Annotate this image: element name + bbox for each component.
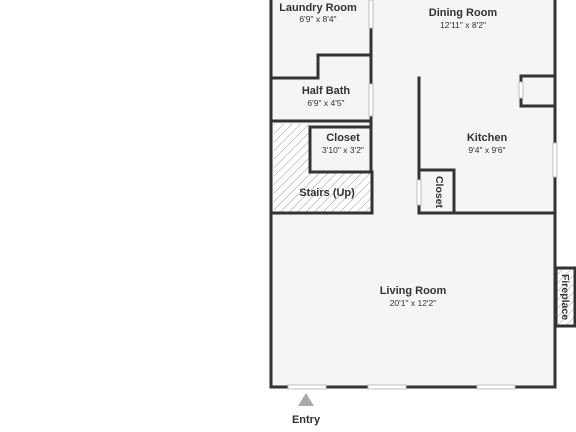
room-name-laundry: Laundry Room xyxy=(279,2,357,14)
room-kitchen: Kitchen 9'4" x 9'6" xyxy=(467,132,508,155)
windows xyxy=(287,0,558,390)
room-name-closet-upper: Closet xyxy=(326,132,360,144)
room-closet-upper: Closet 3'10" x 3'2" xyxy=(322,132,364,155)
interior-walls xyxy=(272,0,557,215)
room-dims-half-bath: 6'9" x 4'5" xyxy=(307,98,344,108)
room-laundry: Laundry Room 6'9" x 8'4" xyxy=(279,2,357,24)
room-dims-closet-upper: 3'10" x 3'2" xyxy=(322,145,364,155)
fireplace-label: Fireplace xyxy=(559,274,571,320)
room-half-bath: Half Bath 6'9" x 4'5" xyxy=(302,85,351,108)
room-dining: Dining Room 12'11" x 8'2" xyxy=(429,7,498,30)
room-stairs: Stairs (Up) xyxy=(299,187,355,199)
stairs-hatch xyxy=(274,124,372,213)
room-name-kitchen: Kitchen xyxy=(467,132,508,144)
entry-arrow-icon xyxy=(298,393,314,406)
room-dims-dining: 12'11" x 8'2" xyxy=(440,20,486,30)
room-dims-kitchen: 9'4" x 9'6" xyxy=(468,145,505,155)
room-closet-kitchen: Closet xyxy=(433,176,445,209)
room-name-stairs: Stairs (Up) xyxy=(299,187,355,199)
room-name-dining: Dining Room xyxy=(429,7,498,19)
room-living: Living Room 20'1" x 12'2" xyxy=(380,285,447,308)
room-dims-living: 20'1" x 12'2" xyxy=(390,298,437,308)
room-name-living: Living Room xyxy=(380,285,447,297)
room-name-closet-kitchen: Closet xyxy=(433,176,445,209)
room-name-half-bath: Half Bath xyxy=(302,85,351,97)
fireplace: Fireplace xyxy=(559,274,571,320)
room-dims-laundry: 6'9" x 8'4" xyxy=(299,14,336,24)
entry-label: Entry xyxy=(292,414,321,426)
